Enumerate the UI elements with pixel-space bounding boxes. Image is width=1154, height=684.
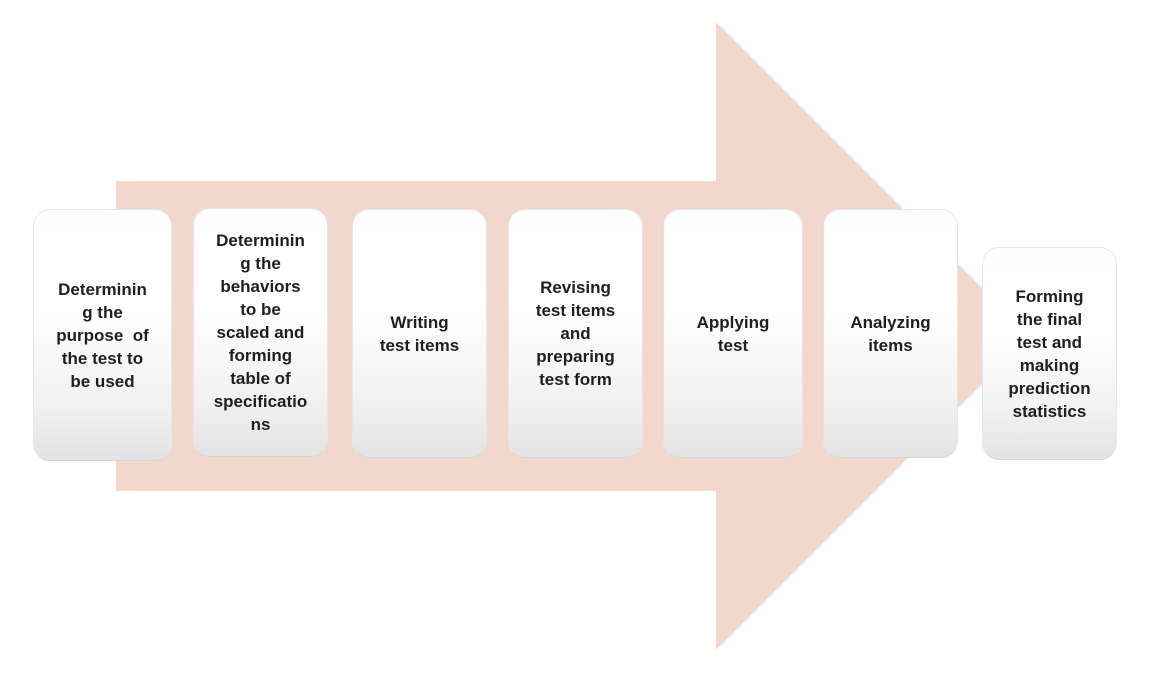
step-label-1: Determinin g the purpose of the test to … [56, 279, 149, 391]
step-box-2: Determinin g the behaviors to be scaled … [193, 208, 328, 457]
step-label-7: Forming the final test and making predic… [1008, 286, 1091, 421]
step-box-4: Revising test items and preparing test f… [508, 209, 643, 458]
step-label-2: Determinin g the behaviors to be scaled … [213, 231, 308, 434]
step-label-6: Analyzing items [850, 312, 931, 355]
step-label-3: Writing test items [379, 312, 460, 355]
step-box-7: Forming the final test and making predic… [982, 247, 1117, 460]
step-box-5: Applying test [663, 209, 803, 458]
step-box-6: Analyzing items [823, 209, 958, 458]
step-box-1: Determinin g the purpose of the test to … [33, 209, 172, 461]
step-label-4: Revising test items and preparing test f… [535, 278, 616, 389]
step-label-5: Applying test [696, 312, 770, 355]
step-box-3: Writing test items [352, 209, 487, 458]
